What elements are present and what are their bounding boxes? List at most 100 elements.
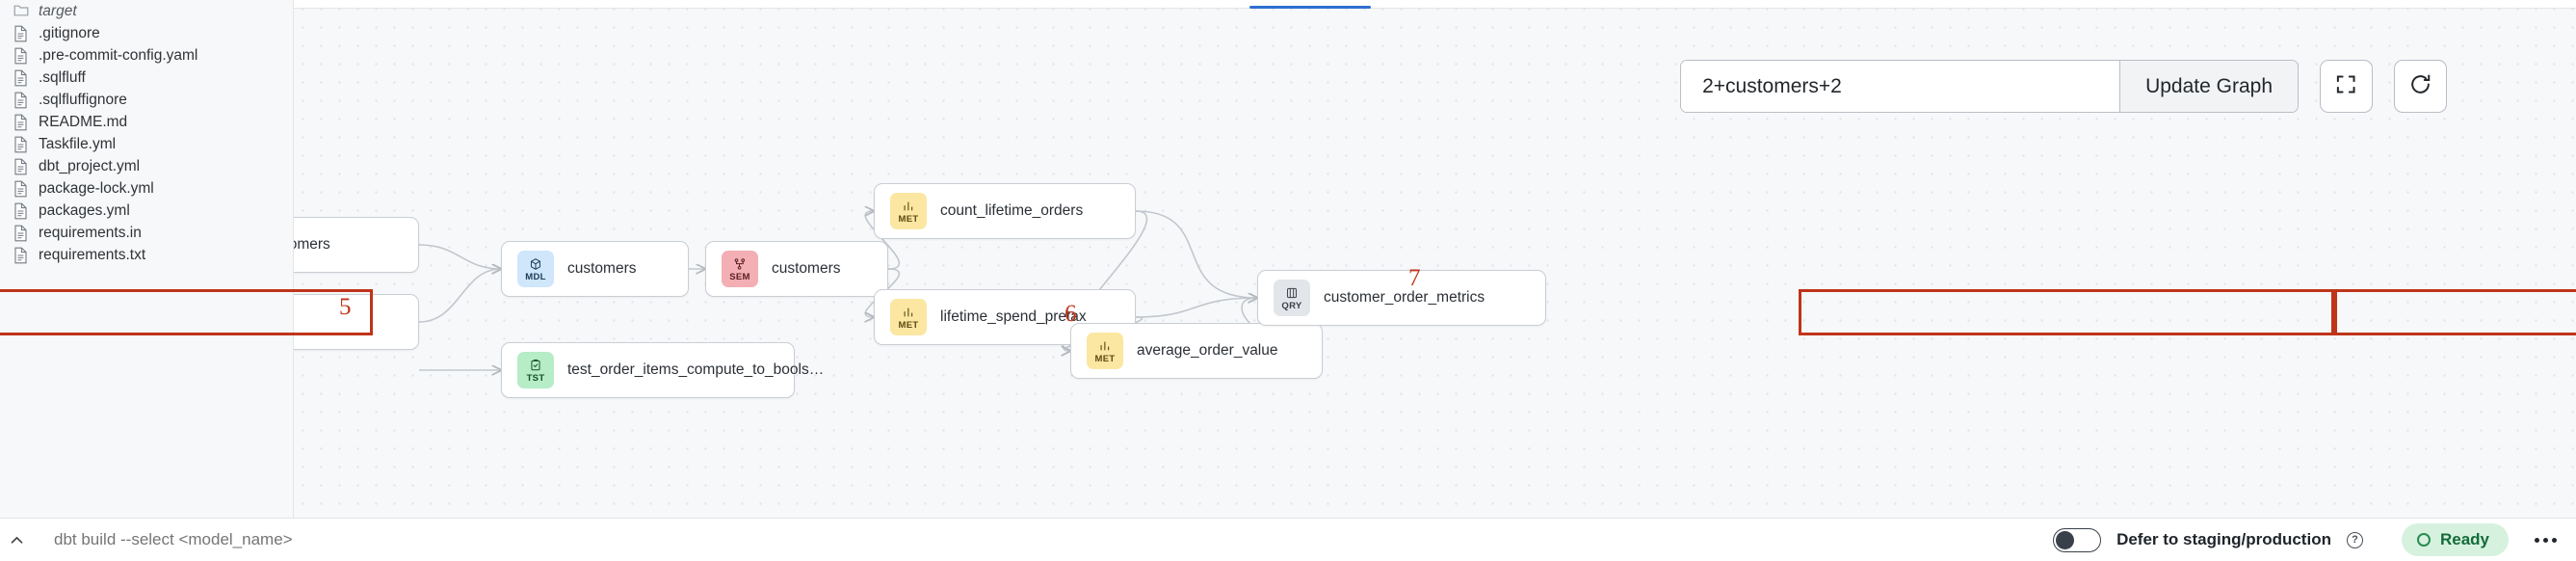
file-icon: [13, 92, 29, 109]
folder-icon: [13, 3, 29, 20]
update-graph-button[interactable]: Update Graph: [2119, 61, 2298, 112]
file-name: requirements.in: [39, 225, 142, 241]
file-name: package-lock.yml: [39, 180, 154, 197]
file-icon: [13, 225, 29, 242]
file-name: target: [39, 3, 77, 19]
node-label: customers: [772, 260, 841, 277]
refresh-button[interactable]: [2394, 60, 2447, 113]
file-icon: [13, 158, 29, 175]
graph-node[interactable]: SEM customers: [705, 241, 888, 297]
cube-icon: [529, 255, 542, 272]
file-name: requirements.txt: [39, 247, 146, 263]
node-label: average_order_value: [1137, 342, 1278, 359]
status-badge[interactable]: Ready: [2401, 523, 2509, 556]
ellipsis-icon: [2534, 537, 2557, 543]
bar-chart-icon: [1098, 337, 1112, 354]
node-label: customers: [567, 260, 637, 277]
annotation-number: 6: [1065, 301, 1077, 327]
file-row[interactable]: requirements.in: [0, 222, 293, 244]
annotation-number: 7: [1408, 265, 1421, 291]
file-name: Taskfile.yml: [39, 136, 117, 152]
file-row[interactable]: packages.yml: [0, 200, 293, 222]
status-bar-right: Defer to staging/production ? Ready: [2001, 519, 2576, 561]
file-name: README.md: [39, 114, 128, 130]
file-icon: [13, 202, 29, 220]
graph-node[interactable]: orders: [294, 294, 419, 350]
semantic-node-icon: [733, 255, 747, 272]
node-type-label: SEM: [729, 272, 750, 282]
file-name: .sqlfluffignore: [39, 92, 127, 108]
file-name: packages.yml: [39, 202, 130, 219]
node-type-badge: MET: [890, 193, 927, 229]
node-label: count_lifetime_orders: [940, 202, 1084, 219]
file-list: target .gitignore .pre-commit-config.yaml.…: [0, 0, 293, 266]
node-type-badge: QRY: [1274, 280, 1310, 316]
bar-chart-icon: [902, 198, 915, 214]
defer-toggle[interactable]: [2053, 527, 2102, 552]
node-type-badge: MET: [1087, 333, 1123, 369]
file-row[interactable]: .pre-commit-config.yaml: [0, 44, 293, 67]
fullscreen-icon: [2335, 73, 2357, 100]
graph-node[interactable]: TST test_order_items_compute_to_bools…: [501, 342, 824, 398]
refresh-icon: [2408, 72, 2432, 101]
file-row[interactable]: .gitignore: [0, 22, 293, 44]
node-label: lifetime_spend_pretax: [940, 308, 1087, 325]
file-row[interactable]: Taskfile.yml: [0, 133, 293, 155]
node-type-badge: MDL: [517, 251, 554, 287]
bar-chart-icon: [902, 304, 915, 320]
defer-label: Defer to staging/production: [2116, 530, 2331, 548]
chevron-up-icon[interactable]: [0, 519, 33, 561]
file-row[interactable]: requirements.txt: [0, 244, 293, 266]
fullscreen-button[interactable]: [2320, 60, 2373, 113]
file-name: .pre-commit-config.yaml: [39, 47, 198, 64]
toggle-knob: [2056, 530, 2075, 549]
graph-node[interactable]: QRY customer_order_metrics: [1257, 270, 1546, 326]
defer-toggle-group: Defer to staging/production ?: [2001, 519, 2380, 561]
graph-toolbar: Update Graph: [1680, 60, 2447, 113]
graph-node[interactable]: MDL customers: [501, 241, 689, 297]
node-type-label: MET: [898, 214, 919, 225]
file-row[interactable]: dbt_project.yml: [0, 155, 293, 177]
status-ring-icon: [2416, 533, 2431, 547]
node-type-badge: SEM: [722, 251, 758, 287]
node-type-label: MET: [1094, 354, 1116, 364]
node-type-label: TST: [526, 373, 545, 384]
file-row[interactable]: target: [0, 0, 293, 22]
file-name: .sqlfluff: [39, 69, 86, 86]
more-options-button[interactable]: [2526, 521, 2564, 559]
graph-node[interactable]: MET average_order_value: [1070, 323, 1323, 379]
node-label: test_order_items_compute_to_bools…: [567, 361, 825, 378]
query-icon: [1285, 284, 1299, 301]
node-label: customer_order_metrics: [1324, 289, 1485, 306]
file-name: dbt_project.yml: [39, 158, 141, 174]
node-type-badge: MET: [890, 299, 927, 335]
node-type-label: MDL: [525, 272, 546, 282]
graph-selector-input[interactable]: [1681, 61, 2120, 112]
node-type-label: QRY: [1281, 301, 1302, 311]
node-label: stg_customers: [294, 236, 330, 253]
canvas-top-divider: [294, 0, 2576, 9]
file-row[interactable]: package-lock.yml: [0, 177, 293, 200]
selector-group: Update Graph: [1680, 60, 2299, 113]
command-input[interactable]: [33, 518, 374, 561]
file-icon: [13, 180, 29, 198]
file-row[interactable]: .sqlfluff: [0, 67, 293, 89]
command-bar: [0, 518, 374, 561]
question-mark-icon[interactable]: ?: [2346, 531, 2363, 548]
file-icon: [13, 47, 29, 65]
file-explorer-panel[interactable]: target .gitignore .pre-commit-config.yaml.…: [0, 0, 294, 518]
graph-node[interactable]: MET count_lifetime_orders: [874, 183, 1136, 239]
file-icon: [13, 247, 29, 264]
status-badge-label: Ready: [2439, 530, 2489, 548]
file-row[interactable]: README.md: [0, 111, 293, 133]
file-icon: [13, 136, 29, 153]
graph-node[interactable]: stg_customers: [294, 217, 419, 273]
file-icon: [13, 25, 29, 42]
node-type-badge: TST: [517, 352, 554, 388]
node-type-label: MET: [898, 320, 919, 331]
file-name: .gitignore: [39, 25, 100, 41]
file-icon: [13, 69, 29, 87]
file-row[interactable]: .sqlfluffignore: [0, 89, 293, 111]
